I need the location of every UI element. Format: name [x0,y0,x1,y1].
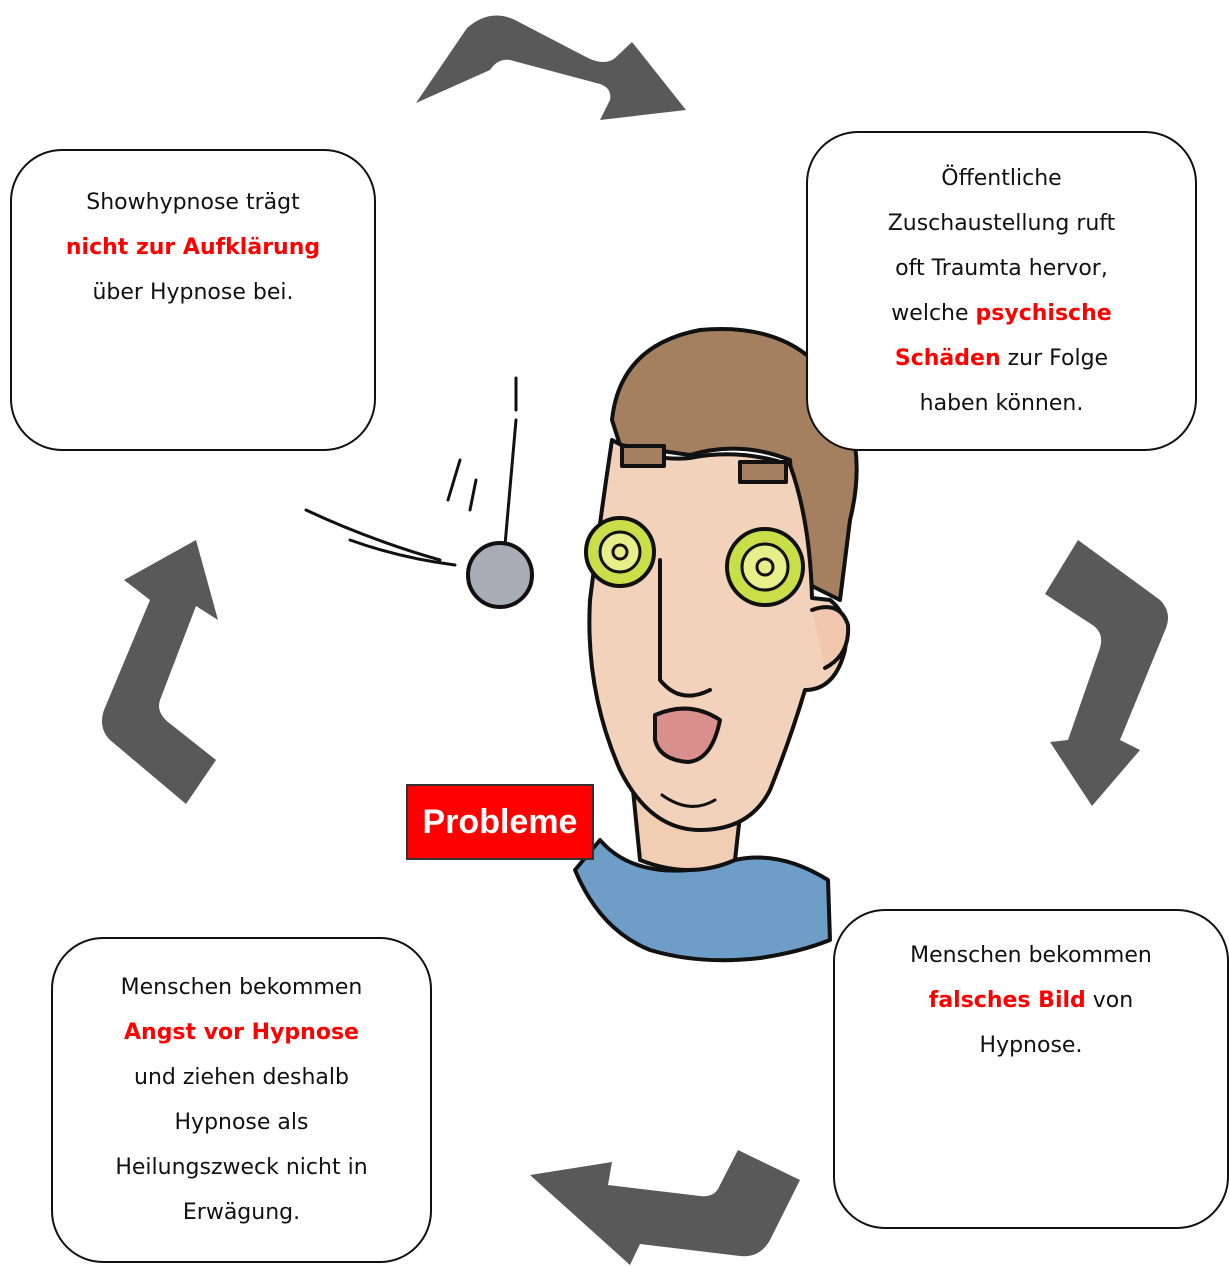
problem-box-fear: Menschen bekommen Angst vor Hypnose und … [51,937,432,1263]
problem-box-psychological-damage: Öffentliche Zuschaustellung ruft oft Tra… [806,131,1197,451]
box-text-line: Zuschaustellung ruft [887,211,1116,236]
cycle-arrows [102,15,1168,1265]
box-highlight: psychische [975,301,1112,326]
box-text-line: Hypnose. [979,1032,1083,1058]
problem-box-no-education: Showhypnose trägt nicht zur Aufklärung ü… [10,149,376,451]
box-text-line: und ziehen deshalb [134,1065,349,1090]
pendulum-icon [304,376,534,609]
box-text-line: Menschen bekommen [120,975,363,1000]
box-text-line: über Hypnose bei. [92,280,294,305]
box-text-line: haben können. [919,391,1084,416]
curved-arrow-icon [416,15,686,120]
box-text-line: welche psychische [888,291,1116,336]
problem-box-false-image: Menschen bekommen falsches Bild von Hypn… [833,909,1229,1229]
curved-arrow-icon [102,540,218,804]
box-text-line: Menschen bekommen [910,942,1152,968]
box-text: welche [891,301,969,326]
box-highlight: Schäden [894,346,1001,371]
box-text: von [1092,987,1134,1013]
center-title-badge: Probleme [406,784,594,860]
box-text: zur Folge [1007,346,1109,371]
box-text-line: oft Traumta hervor, [895,256,1108,281]
curved-arrow-icon [530,1150,800,1265]
box-highlight: nicht zur Aufklärung [65,235,321,260]
box-text-line: Showhypnose trägt [86,190,300,215]
box-text-line: Hypnose als [174,1110,309,1135]
box-text-line: Schäden zur Folge [888,336,1116,381]
box-highlight: falsches Bild [928,987,1086,1013]
box-text-line: Öffentliche [941,166,1062,191]
box-highlight: Angst vor Hypnose [124,1020,359,1045]
curved-arrow-icon [1045,540,1168,806]
box-text-line: Erwägung. [182,1200,301,1225]
box-text-line: falsches Bild von [910,978,1152,1023]
box-text-line: Heilungszweck nicht in [115,1155,368,1180]
